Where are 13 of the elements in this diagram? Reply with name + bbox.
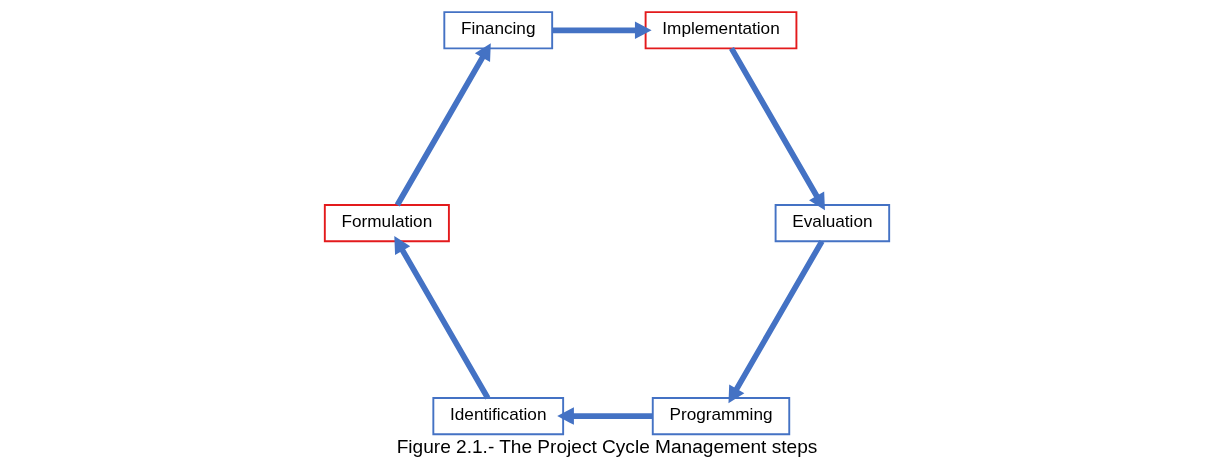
caption: Figure 2.1.- The Project Cycle Management steps [396,436,818,458]
node-box: Evaluation [774,204,891,243]
arrow [394,236,491,400]
node-box: Programming [651,397,791,436]
arrow [557,407,653,425]
node-box: Implementation [644,11,798,50]
arrow [729,46,825,211]
arrow [394,43,491,207]
node-box: Financing [443,11,554,50]
node-box: Formulation [323,204,450,243]
arrow [552,21,652,39]
node-box: Identification [432,397,565,436]
arrow [728,239,825,404]
